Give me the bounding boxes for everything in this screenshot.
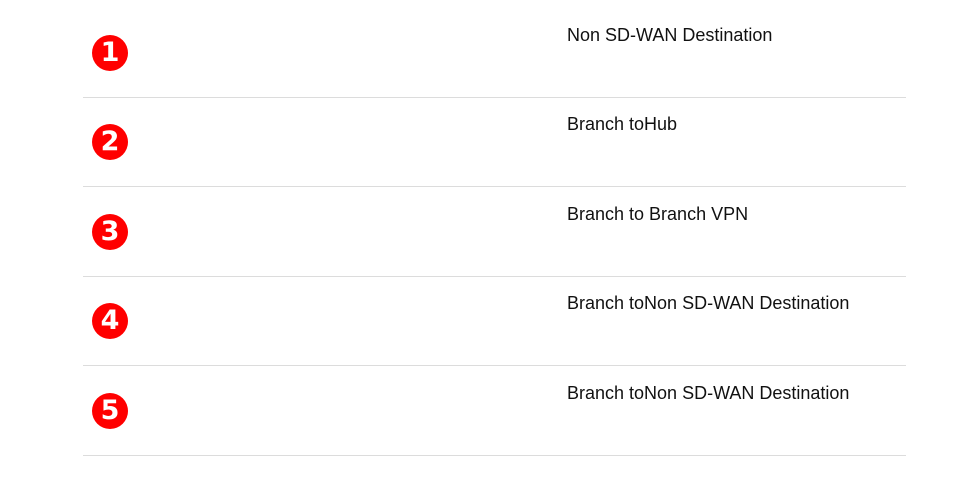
row-label: Branch toNon SD-WAN Destination (567, 293, 850, 313)
number-badge-icon: 3 (92, 214, 128, 250)
row-label: Non SD-WAN Destination (567, 25, 773, 45)
table-row: 2 Branch toHub (83, 97, 906, 187)
number-badge-icon: 4 (92, 303, 128, 339)
table-row: 1 Non SD-WAN Destination (83, 8, 906, 98)
row-label: Branch to Branch VPN (567, 204, 749, 224)
table-row: 3 Branch to Branch VPN (83, 187, 906, 277)
table-row: 4 Branch toNon SD-WAN Destination (83, 276, 906, 366)
number-badge-icon: 1 (92, 35, 128, 71)
number-badge-icon: 2 (92, 124, 128, 160)
number-badge-icon: 5 (92, 393, 128, 429)
row-label: Branch toNon SD-WAN Destination (567, 383, 850, 403)
table-row: 5 Branch toNon SD-WAN Destination (83, 366, 906, 456)
row-label: Branch toHub (567, 114, 678, 134)
